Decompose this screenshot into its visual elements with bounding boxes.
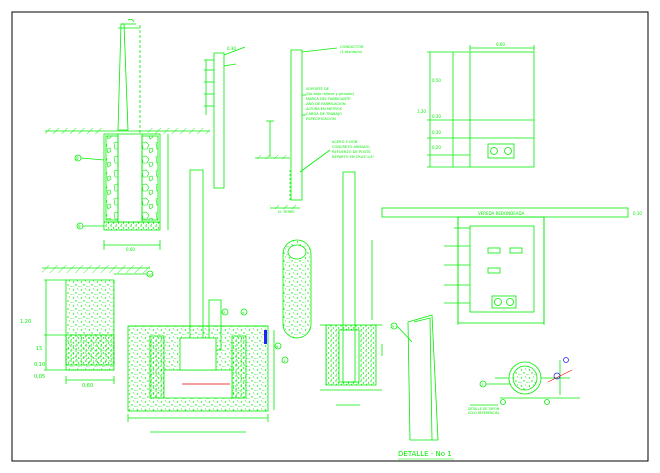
cabinet-h5: 0,20	[432, 145, 441, 150]
meter-accent-2	[563, 357, 569, 363]
marker-7: 7	[481, 383, 483, 387]
marker-4: 4	[242, 311, 245, 315]
pit-accent-blue	[264, 330, 267, 344]
drawing-title: DETALLE - No 1	[398, 450, 452, 458]
label-soporte-2: (De bajo relieve y pintado)	[306, 92, 355, 96]
vereda-label: VEREDA REDONDEADA	[478, 211, 524, 216]
vereda-dim: 0,10	[633, 211, 642, 216]
pole-annotations-detail-3	[255, 47, 338, 209]
pole-pit-section-2	[320, 171, 382, 406]
marker-9b: 9	[392, 325, 395, 329]
label-ground: N. TERRE	[278, 210, 295, 214]
pole-cap-detail	[282, 239, 312, 339]
dim-15: 15	[36, 346, 42, 352]
dim-060: 0,60	[82, 383, 93, 389]
marker-8: 8	[76, 156, 79, 161]
label-acero-4: REPARTO EN CRUZ 1/4"	[332, 155, 375, 159]
dim-010: 0,10	[34, 362, 45, 368]
label-acero-3: REFUERZO DE POSTE	[332, 150, 371, 154]
footing-section	[42, 265, 154, 384]
label-soporte-4: AÑO DE FABRICACION	[306, 101, 346, 106]
marker-5: 5	[223, 311, 225, 315]
label-soporte-7: ESPECIFICACION	[306, 117, 336, 121]
dim-foot-width: 0,60	[126, 247, 135, 252]
cabinet-h4: 0,10	[432, 130, 441, 135]
marker-6: 6	[276, 345, 279, 349]
vereda-section	[381, 207, 629, 325]
label-soporte-3: MARCA DEL FABRICANTE	[306, 97, 351, 101]
cabinet-h2: 0,10	[432, 114, 441, 119]
dim-005: 0,05	[34, 374, 45, 380]
cabinet-h1: 0,50	[432, 78, 441, 83]
cabinet-h3: 1,20	[417, 109, 426, 114]
marker-1: 1	[283, 359, 285, 363]
meter-device-detail	[470, 360, 580, 406]
label-acero: ACERO 5 DOB.	[332, 140, 358, 144]
label-conductor-2: (1 Alamb/m)	[340, 50, 363, 54]
label-soporte-5: ALTURA EN METROS	[306, 107, 343, 111]
marker-9: 9	[78, 224, 81, 229]
label-soporte-6: CARGA DE TRABAJO	[306, 112, 342, 116]
pole-cutaway-right	[381, 314, 439, 441]
detail-ref: DETALLE DE TAPON	[468, 407, 500, 411]
drawing-frame	[11, 11, 649, 462]
pole2-top-label: 0,30	[227, 46, 236, 51]
pole-elevation-2	[204, 46, 246, 189]
meter-accent-line	[547, 369, 573, 383]
label-acero-2: CONCRETO ARMADO	[332, 145, 370, 149]
marker-10: 10	[148, 273, 153, 277]
label-conductor: CONDUCTOR	[340, 45, 364, 49]
detail-ref-2: SOLO REFERENCIAL	[468, 411, 500, 415]
dim-120: 1,20	[20, 319, 31, 325]
cabinet-width: 0,60	[496, 42, 505, 47]
label-soporte: SOPORTE DE	[306, 87, 330, 91]
pole-foundation-detail-1	[45, 18, 210, 250]
cabinet-front-view	[427, 45, 535, 168]
